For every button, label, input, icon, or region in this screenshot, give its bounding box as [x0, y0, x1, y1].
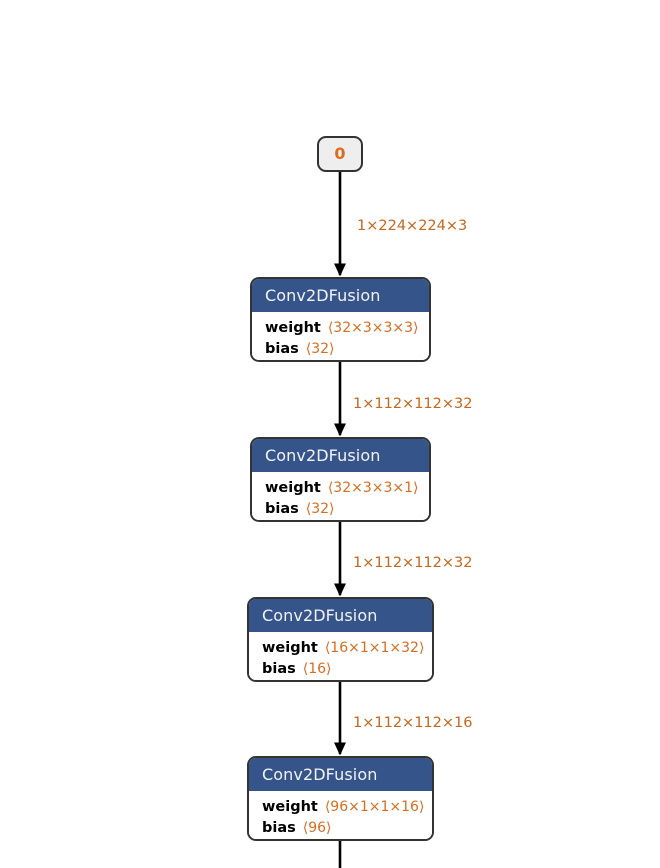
- param-dims: ⟨32⟩: [305, 341, 335, 357]
- op-node-header: Conv2DFusion: [252, 279, 429, 312]
- param-name: weight: [265, 480, 321, 496]
- param-dims: ⟨32×3×3×1⟩: [327, 480, 419, 496]
- param-name: weight: [265, 320, 321, 336]
- param-dims: ⟨16⟩: [302, 661, 332, 677]
- param-row: weight ⟨16×1×1×32⟩: [262, 638, 424, 659]
- edge-label-node2-to-node3: 1×112×112×32: [353, 555, 473, 571]
- op-node-type-label: Conv2DFusion: [262, 765, 378, 784]
- edge-label-input0-to-node1: 1×224×224×3: [357, 218, 468, 234]
- op-node-type-label: Conv2DFusion: [265, 286, 381, 305]
- param-row: bias ⟨96⟩: [262, 818, 420, 839]
- op-node-conv2dfusion-4[interactable]: Conv2DFusion weight ⟨96×1×1×16⟩ bias ⟨96…: [247, 756, 434, 841]
- param-name: bias: [265, 501, 299, 517]
- op-node-type-label: Conv2DFusion: [265, 446, 381, 465]
- op-node-body: weight ⟨96×1×1×16⟩ bias ⟨96⟩: [249, 791, 432, 839]
- param-name: bias: [262, 820, 296, 836]
- edge-label-node3-to-node4: 1×112×112×16: [353, 715, 473, 731]
- param-dims: ⟨96⟩: [302, 820, 332, 836]
- op-node-conv2dfusion-2[interactable]: Conv2DFusion weight ⟨32×3×3×1⟩ bias ⟨32⟩: [250, 437, 431, 522]
- op-node-conv2dfusion-3[interactable]: Conv2DFusion weight ⟨16×1×1×32⟩ bias ⟨16…: [247, 597, 434, 682]
- param-name: bias: [265, 341, 299, 357]
- param-row: weight ⟨96×1×1×16⟩: [262, 797, 424, 818]
- param-dims: ⟨16×1×1×32⟩: [324, 640, 425, 656]
- param-dims: ⟨32⟩: [305, 501, 335, 517]
- param-name: bias: [262, 661, 296, 677]
- op-node-header: Conv2DFusion: [249, 758, 432, 791]
- op-node-body: weight ⟨16×1×1×32⟩ bias ⟨16⟩: [249, 632, 432, 680]
- op-node-header: Conv2DFusion: [252, 439, 429, 472]
- op-node-type-label: Conv2DFusion: [262, 606, 378, 625]
- param-row: weight ⟨32×3×3×1⟩: [265, 478, 419, 499]
- param-name: weight: [262, 799, 318, 815]
- param-dims: ⟨96×1×1×16⟩: [324, 799, 425, 815]
- param-row: bias ⟨32⟩: [265, 339, 417, 360]
- input-node-label: 0: [334, 144, 346, 163]
- op-node-conv2dfusion-1[interactable]: Conv2DFusion weight ⟨32×3×3×3⟩ bias ⟨32⟩: [250, 277, 431, 362]
- op-node-header: Conv2DFusion: [249, 599, 432, 632]
- op-node-body: weight ⟨32×3×3×1⟩ bias ⟨32⟩: [252, 472, 429, 520]
- param-row: bias ⟨16⟩: [262, 659, 420, 680]
- edge-label-node1-to-node2: 1×112×112×32: [353, 396, 473, 412]
- input-node-0[interactable]: 0: [317, 136, 363, 172]
- op-node-body: weight ⟨32×3×3×3⟩ bias ⟨32⟩: [252, 312, 429, 360]
- param-row: weight ⟨32×3×3×3⟩: [265, 318, 419, 339]
- param-row: bias ⟨32⟩: [265, 499, 417, 520]
- param-name: weight: [262, 640, 318, 656]
- param-dims: ⟨32×3×3×3⟩: [327, 320, 419, 336]
